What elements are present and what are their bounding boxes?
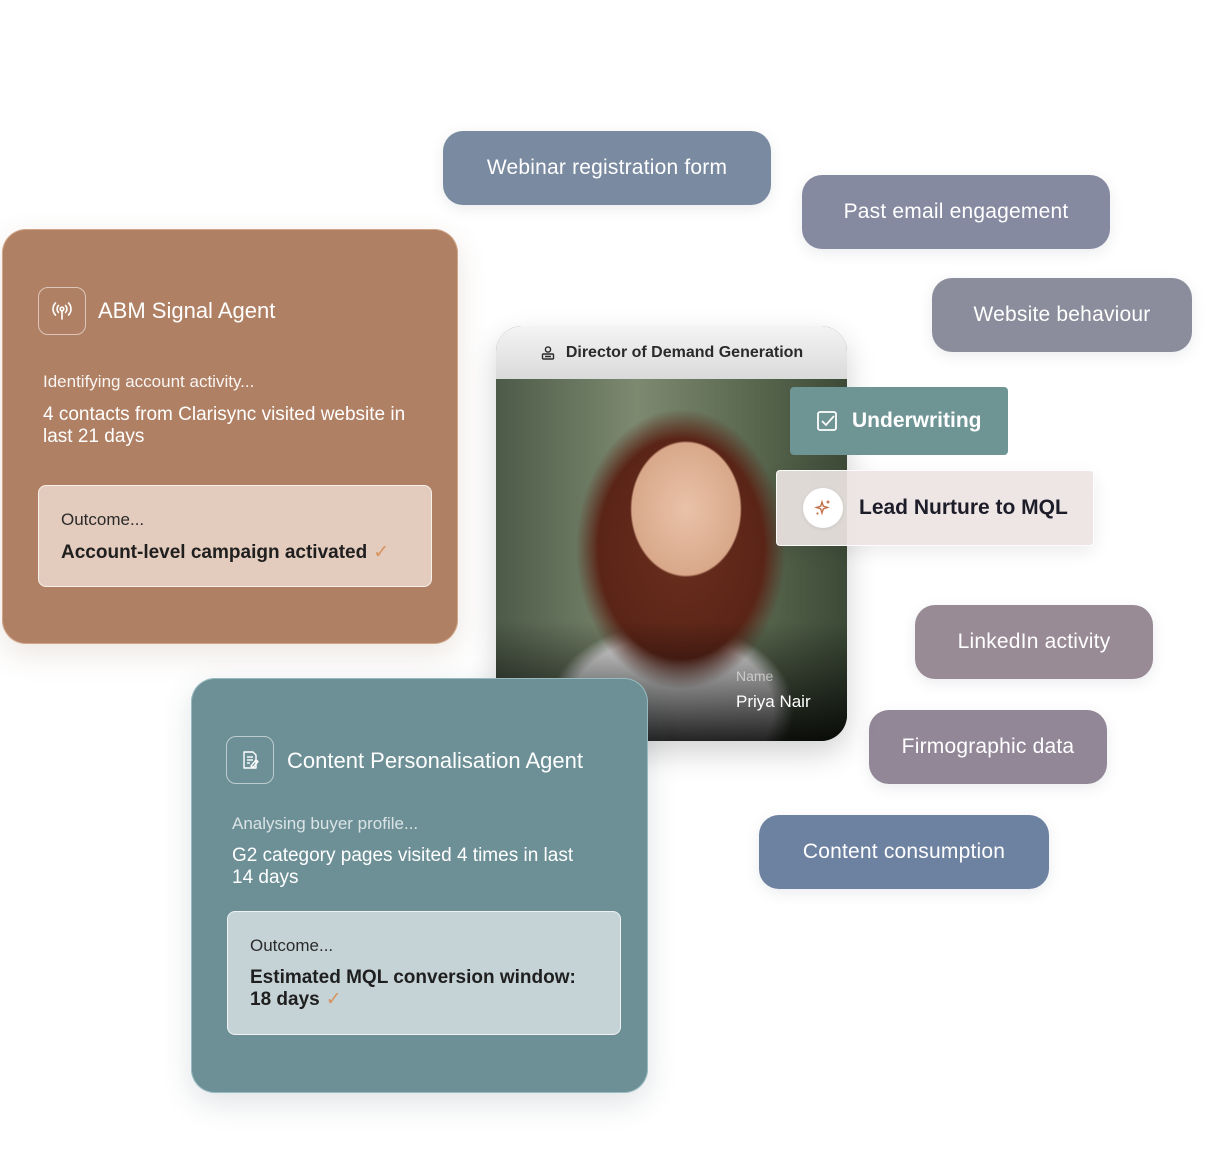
content-agent-title: Content Personalisation Agent bbox=[287, 748, 583, 773]
pill-webinar-registration: Webinar registration form bbox=[443, 131, 771, 205]
sparkle-icon bbox=[803, 488, 843, 528]
content-outcome-box: Outcome... Estimated MQL conversion wind… bbox=[227, 911, 621, 1035]
pill-firmographic-data: Firmographic data bbox=[869, 710, 1107, 784]
content-agent-status: Analysing buyer profile... bbox=[232, 814, 419, 833]
abm-agent-detail: 4 contacts from Clarisync visited websit… bbox=[43, 404, 406, 447]
pill-content-consumption: Content consumption bbox=[759, 815, 1049, 889]
user-badge-icon bbox=[540, 345, 556, 361]
profile-role-header: Director of Demand Generation bbox=[496, 326, 847, 379]
content-outcome-value: Estimated MQL conversion window: 18 days… bbox=[250, 967, 600, 1011]
lead-nurture-label: Lead Nurture to MQL bbox=[859, 496, 1068, 519]
abm-outcome-label: Outcome... bbox=[61, 510, 145, 529]
abm-signal-agent-card: ABM Signal Agent Identifying account act… bbox=[2, 229, 458, 644]
content-personalisation-agent-card: Content Personalisation Agent Analysing … bbox=[191, 678, 648, 1093]
document-edit-icon bbox=[226, 736, 274, 784]
pill-past-email-engagement: Past email engagement bbox=[802, 175, 1110, 249]
abm-agent-title: ABM Signal Agent bbox=[98, 298, 276, 323]
content-outcome-text: Estimated MQL conversion window: 18 days bbox=[250, 967, 576, 1010]
abm-outcome-value: Account-level campaign activated✓ bbox=[61, 542, 421, 564]
abm-agent-status: Identifying account activity... bbox=[43, 372, 255, 391]
content-agent-detail: G2 category pages visited 4 times in las… bbox=[232, 845, 574, 888]
signal-antenna-icon bbox=[38, 287, 86, 335]
profile-role: Director of Demand Generation bbox=[565, 343, 804, 361]
underwriting-label: Underwriting bbox=[852, 409, 982, 432]
name-label: Name bbox=[736, 668, 774, 684]
pill-linkedin-activity: LinkedIn activity bbox=[915, 605, 1153, 679]
check-icon: ✓ bbox=[325, 989, 342, 1010]
content-outcome-label: Outcome... bbox=[250, 936, 334, 955]
underwriting-tag: Underwriting bbox=[790, 387, 1008, 455]
check-icon: ✓ bbox=[373, 542, 390, 563]
profile-card: Director of Demand Generation Name Priya… bbox=[496, 326, 847, 741]
pill-website-behaviour: Website behaviour bbox=[932, 278, 1192, 352]
lead-nurture-tag: Lead Nurture to MQL bbox=[776, 470, 1094, 546]
checkbox-icon bbox=[816, 410, 838, 432]
profile-name: Priya Nair bbox=[736, 692, 811, 711]
abm-outcome-box: Outcome... Account-level campaign activa… bbox=[38, 485, 432, 587]
abm-outcome-text: Account-level campaign activated bbox=[61, 542, 368, 563]
